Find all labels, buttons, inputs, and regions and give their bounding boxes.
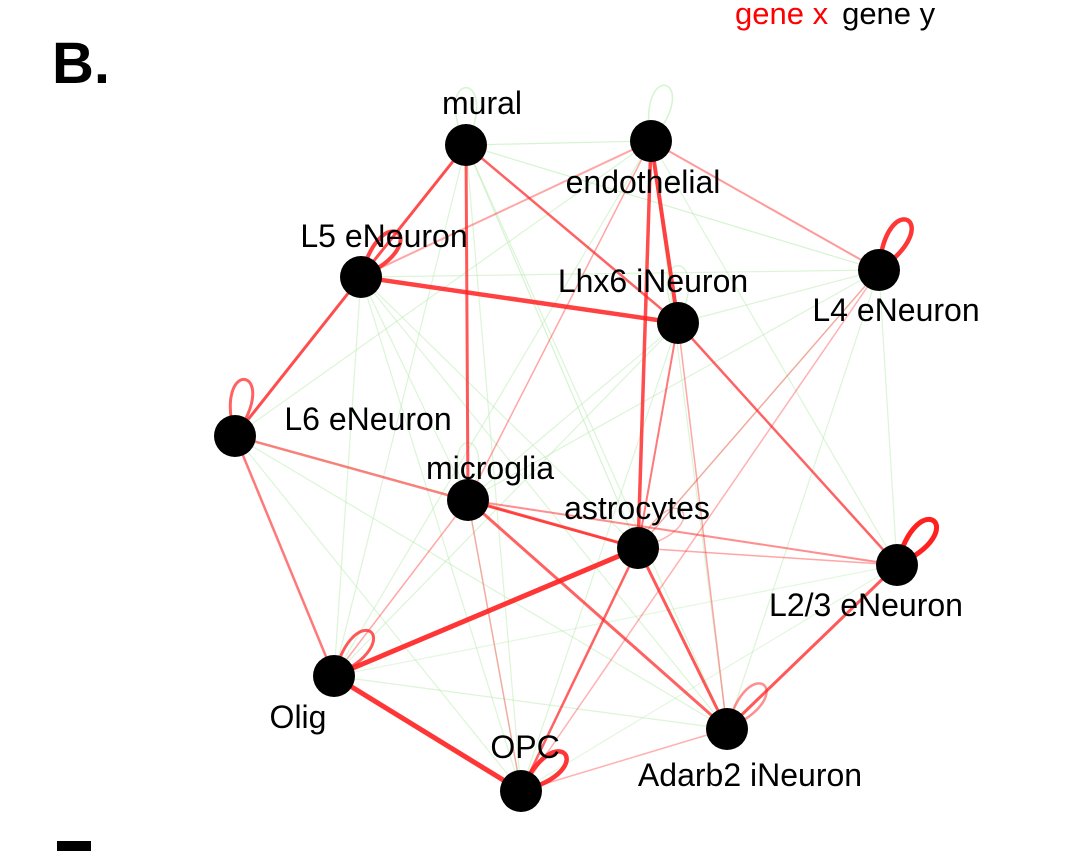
edge-L4-OPC <box>520 269 880 792</box>
edge-OPC-L23 <box>520 564 898 792</box>
edge-endothelial-L5 <box>360 140 652 278</box>
self-loop-mural <box>454 86 478 146</box>
edge-Lhx6-Adarb2 <box>677 322 728 730</box>
edge-L23-Adarb2 <box>725 563 899 731</box>
legend-gene-y: gene y <box>842 0 936 31</box>
edge-microglia-Adarb2 <box>467 498 728 731</box>
self-loop-OPC <box>518 749 569 794</box>
node-label-L6: L6 eNeuron <box>284 401 451 437</box>
edge-Lhx6-L4 <box>677 269 880 324</box>
panel-label: B. <box>52 31 110 96</box>
edge-L4-astrocytes <box>637 269 880 549</box>
node-Lhx6 <box>657 302 699 344</box>
node-label-OPC: OPC <box>490 729 559 765</box>
node-label-Adarb2: Adarb2 iNeuron <box>638 757 862 793</box>
node-label-mural: mural <box>442 85 522 121</box>
self-loop-Olig <box>332 629 376 678</box>
node-Adarb2 <box>706 708 748 750</box>
edge-mural-OPC <box>465 144 522 792</box>
edge-L6-OPC <box>234 435 522 792</box>
node-L6 <box>214 415 256 457</box>
self-loop-endothelial <box>647 84 674 142</box>
edge-mural-microglia <box>464 144 470 501</box>
legend-gene-x: gene x <box>735 0 829 31</box>
edge-OPC-Adarb2 <box>520 728 728 792</box>
node-label-microglia: microglia <box>426 450 554 486</box>
node-astrocytes <box>617 527 659 569</box>
node-label-endothelial: endothelial <box>566 164 721 200</box>
edge-Lhx6-Olig <box>333 322 679 677</box>
edge-mural-endothelial <box>465 140 652 146</box>
node-label-astrocytes: astrocytes <box>564 490 710 526</box>
node-L5 <box>340 256 382 298</box>
self-loop-astrocytes <box>637 507 685 549</box>
node-label-L5: L5 eNeuron <box>300 218 467 254</box>
edge-mural-L4 <box>465 144 880 271</box>
next-panel-label-fragment <box>57 841 91 851</box>
edge-Lhx6-astrocytes <box>637 322 679 549</box>
self-loop-Lhx6 <box>666 264 690 324</box>
edge-endothelial-Olig <box>333 140 652 677</box>
edge-astrocytes-Olig <box>333 545 639 679</box>
edge-microglia-OPC <box>467 499 522 792</box>
edge-mural-Olig <box>333 144 467 677</box>
node-microglia <box>447 479 489 521</box>
edge-microglia-OPC <box>467 499 522 792</box>
node-label-Olig: Olig <box>270 699 327 735</box>
edge-microglia-astrocytes <box>467 498 639 550</box>
edge-L6-Olig <box>233 435 336 677</box>
edge-endothelial-microglia <box>467 140 652 501</box>
legend: gene x gene y <box>735 0 949 32</box>
edge-L5-L6 <box>233 276 363 437</box>
edge-Olig-L23 <box>333 564 898 677</box>
edge-Olig-OPC <box>332 673 523 794</box>
edge-microglia-L23 <box>467 499 898 566</box>
edge-mural-Lhx6 <box>465 144 679 324</box>
edge-Lhx6-L23 <box>677 322 898 566</box>
node-mural <box>445 124 487 166</box>
edge-astrocytes-L23 <box>637 547 898 566</box>
edge-endothelial-L4 <box>650 140 880 271</box>
self-loop-L6 <box>228 377 255 437</box>
edge-L4-L23 <box>878 269 898 566</box>
edge-mural-Adarb2 <box>465 144 728 730</box>
edge-Olig-Adarb2 <box>333 675 728 730</box>
node-label-L23: L2/3 eNeuron <box>769 587 963 623</box>
self-loop-L23 <box>894 517 940 568</box>
edges-layer <box>228 84 940 794</box>
node-L23 <box>876 544 918 586</box>
node-L4 <box>858 249 900 291</box>
edge-L5-Olig <box>333 276 362 677</box>
node-label-L4: L4 eNeuron <box>812 292 979 328</box>
edge-Lhx6-OPC <box>520 322 679 792</box>
edge-L5-microglia <box>360 276 469 501</box>
self-loop-Adarb2 <box>725 682 768 731</box>
edge-endothelial-L23 <box>650 140 898 566</box>
node-label-Lhx6: Lhx6 iNeuron <box>558 263 748 299</box>
edge-L5-astrocytes <box>360 276 639 549</box>
node-OPC <box>500 770 542 812</box>
self-loop-L4 <box>876 217 914 272</box>
edge-L4-microglia <box>467 269 880 501</box>
edge-endothelial-astrocytes <box>636 140 653 549</box>
edge-endothelial-Lhx6 <box>649 140 680 324</box>
edge-microglia-Olig <box>333 499 469 677</box>
self-loop-L5 <box>359 229 403 279</box>
edge-L5-Adarb2 <box>360 276 728 730</box>
edge-L6-Adarb2 <box>234 435 728 730</box>
edge-mural-L5 <box>359 144 468 278</box>
edge-L4-Adarb2 <box>726 269 880 730</box>
edge-L5-Lhx6 <box>360 274 679 326</box>
node-endothelial <box>630 120 672 162</box>
edge-astrocytes-L4 <box>637 269 880 549</box>
edge-astrocytes-Adarb2 <box>636 547 729 730</box>
edge-mural-astrocytes <box>465 144 639 549</box>
edge-L5-OPC <box>360 276 522 792</box>
edge-astrocytes-OPC <box>519 547 640 792</box>
node-Olig <box>313 655 355 697</box>
